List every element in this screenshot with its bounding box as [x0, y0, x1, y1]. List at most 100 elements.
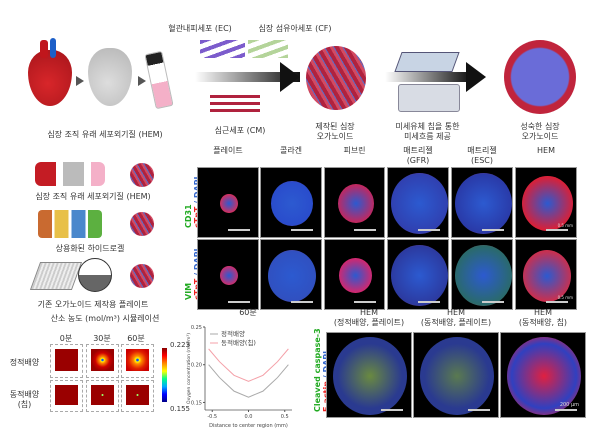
organoid-stain	[271, 180, 313, 227]
hydrogel-bottles-icon	[38, 210, 102, 238]
organoid-result-icon	[130, 212, 154, 236]
ec-label: 혈관내피세포 (EC)	[168, 24, 232, 33]
time-label-0: 0분	[59, 334, 73, 343]
microscopy-image	[324, 167, 385, 238]
middle-hem-label: 심장 조직 유래 세포외기질 (HEM)	[35, 192, 151, 201]
microscopy-image: 200 μm	[500, 332, 586, 418]
panel-header: HEM (동적배양, 칩)	[518, 308, 568, 327]
microscopy-image: 0.5 mm	[515, 167, 577, 238]
vessel-icon	[50, 38, 56, 58]
microscopy-image	[387, 239, 449, 310]
time-label-60: 60분	[127, 334, 145, 343]
chip-label-1: 미세유체 칩을 통한	[395, 122, 460, 131]
cm-cells-icon	[210, 92, 260, 112]
microscopy-image	[324, 239, 385, 310]
microscopy-image	[260, 167, 322, 238]
microscopy-image	[451, 167, 513, 238]
y-tick-label: 0.20	[191, 363, 202, 369]
process-arrow	[195, 72, 300, 82]
scale-bar-label: 200 μm	[559, 402, 579, 408]
column-header: 매트리젤 (GFR)	[403, 146, 433, 165]
organoid-stain	[339, 257, 372, 294]
scale-bar-label: 0.5 mm	[557, 295, 573, 300]
chip-label-2: 미세흐름 제공	[404, 132, 451, 141]
scale-bar-label: 0.5 mm	[557, 223, 573, 228]
scale-bar	[546, 301, 568, 303]
organoid-result-icon	[130, 264, 154, 288]
sim-cell	[121, 380, 154, 412]
hem-label: 심장 조직 유래 세포외기질 (HEM)	[47, 130, 163, 139]
arrow-head-icon	[280, 62, 300, 92]
ec-cells-icon	[200, 40, 245, 58]
organoid-stain	[420, 337, 494, 415]
hydrogel-label: 상용화된 하이드로겔	[55, 244, 125, 253]
row-label-dynamic: 동적배양 (칩)	[9, 390, 40, 409]
x-tick-label: 0.0	[245, 414, 253, 420]
microfluidic-chip-icon	[394, 52, 460, 72]
scale-bar	[381, 409, 403, 411]
arrow-icon	[76, 76, 84, 86]
cf-cells-icon	[248, 40, 288, 58]
sim-cell	[50, 380, 83, 412]
rocker-device-icon	[398, 84, 460, 112]
sim-cell	[121, 344, 154, 378]
mature-label-2: 오가노이드	[521, 132, 559, 141]
organoid-stain	[333, 337, 407, 415]
scale-bar	[468, 409, 490, 411]
flow-arrow	[385, 72, 470, 82]
plate-label: 기존 오가노이드 제작용 플레이트	[37, 300, 149, 309]
scale-bar	[228, 229, 250, 231]
sim-title: 산소 농도 (mol/m³) 시뮬레이션	[50, 314, 160, 323]
scale-bar	[291, 229, 313, 231]
organoid-stain	[390, 172, 448, 235]
hem-recipe-icon	[35, 162, 105, 186]
organoid-image	[306, 46, 366, 110]
scale-bar	[354, 301, 376, 303]
scale-bar	[418, 301, 440, 303]
vial-icon	[144, 50, 174, 110]
scale-bar	[546, 229, 568, 231]
column-header: 콜라겐	[279, 146, 303, 155]
heart-icon	[28, 50, 72, 106]
series-line	[208, 364, 289, 398]
organoid-stain	[523, 249, 571, 302]
microscopy-image	[260, 239, 322, 310]
column-header: HEM	[537, 146, 555, 155]
y-tick-label: 0.15	[191, 400, 202, 406]
organoid-stain	[454, 172, 512, 235]
organoid-label-2: 오가노이드	[316, 132, 354, 141]
panel-header: HEM (정적배양, 플레이트)	[333, 308, 405, 327]
scale-bar	[228, 301, 250, 303]
organoid-stain	[507, 337, 581, 415]
sim-cell	[86, 380, 119, 412]
column-header: 매트리젤 (ESC)	[467, 146, 497, 165]
microscopy-image: 0.5 mm	[515, 239, 577, 310]
organoid-result-icon	[130, 163, 154, 187]
column-header: 플레이트	[213, 146, 243, 155]
scale-bar	[354, 229, 376, 231]
organoid-stain	[268, 249, 316, 302]
organoid-label-1: 제작된 심장	[315, 122, 355, 131]
y-axis-label: Oxygen concentration (mol/m³)	[186, 333, 192, 404]
x-tick-label: 0.5	[281, 414, 289, 420]
y-tick-label: 0.25	[191, 325, 202, 331]
microscopy-image	[413, 332, 499, 418]
aorta-icon	[40, 40, 48, 58]
organoid-stain	[454, 244, 512, 307]
legend-label: 정적배양	[221, 329, 245, 338]
cm-label: 심근세포 (CM)	[214, 126, 266, 135]
sim-cell	[86, 344, 119, 378]
decellularized-heart-icon	[88, 48, 132, 106]
microscopy-image	[451, 239, 513, 310]
mature-label-1: 성숙한 심장	[520, 122, 560, 131]
organoid-stain	[337, 184, 374, 223]
column-header: 피브린	[343, 146, 366, 155]
arrow-icon	[138, 76, 146, 86]
legend-label: 동적배양(칩)	[221, 338, 256, 347]
chart-title: 60분	[239, 308, 257, 317]
scale-bar	[482, 301, 504, 303]
organoid-stain	[220, 265, 238, 286]
time-label-30: 30분	[93, 334, 111, 343]
organoid-stain	[521, 175, 573, 232]
well-magnified-icon	[78, 258, 112, 292]
